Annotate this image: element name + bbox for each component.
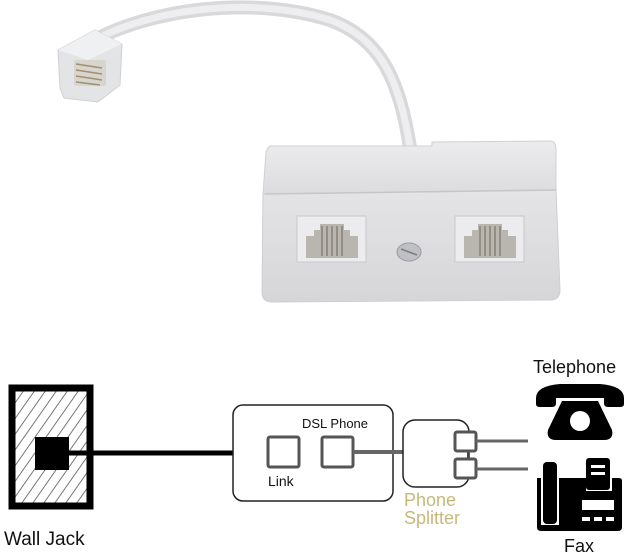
wall-jack: [8, 384, 94, 510]
telephone-icon: [536, 384, 624, 440]
rj11-port-right: [454, 215, 525, 263]
wall-jack-socket: [35, 437, 69, 470]
splitter-port-top: [453, 430, 478, 453]
splitter-body: [261, 140, 561, 303]
fax-label: Fax: [564, 536, 594, 556]
fax-icon: [537, 458, 622, 531]
splitter-port-bottom: [453, 457, 478, 480]
rj11-plug: [57, 29, 123, 103]
screw: [396, 242, 422, 262]
splitter-label-line2: Splitter: [404, 508, 460, 528]
link-label: Link: [268, 473, 295, 489]
rj11-port-left: [296, 215, 367, 263]
product-photo: [57, 0, 561, 303]
dsl-phone-label: DSL Phone: [302, 416, 368, 431]
link-port: [266, 435, 301, 469]
cable: [88, 0, 417, 155]
splitter-label-line1: Phone: [404, 490, 456, 510]
telephone-label: Telephone: [533, 357, 616, 377]
phone-splitter: [402, 419, 478, 488]
dsl-phone-port: [320, 435, 355, 469]
wall-jack-label: Wall Jack: [4, 529, 85, 550]
modem-box: [232, 404, 394, 502]
